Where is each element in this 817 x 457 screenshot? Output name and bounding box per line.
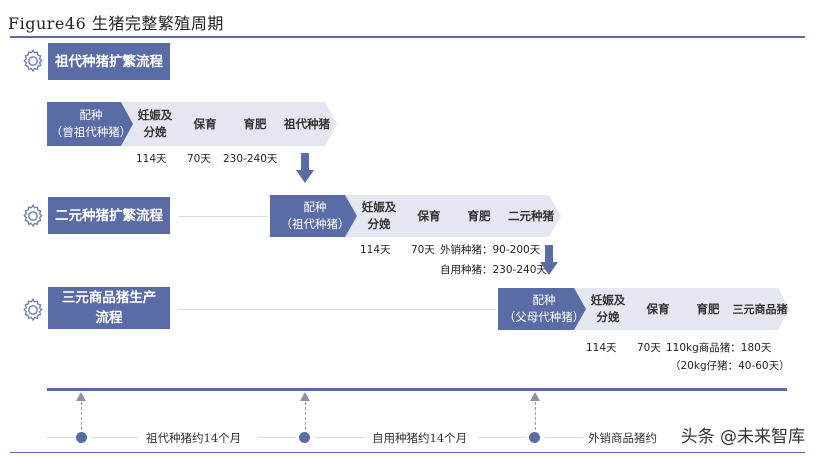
chevron-mating-parent: 配种 （父母代种猪） <box>498 288 590 330</box>
chevron-line-1: 保育 <box>646 301 670 316</box>
chevron-line-2: 分娩 <box>143 125 167 139</box>
chevron-two-way-breeder: 二元种猪 <box>495 195 561 237</box>
chevron-line-1: 二元种猪 <box>508 208 554 223</box>
chevron-line-2: （父母代种猪） <box>503 310 585 324</box>
chevron-shape <box>221 102 283 146</box>
up-arrow-icon <box>530 392 540 401</box>
up-arrow-icon <box>300 392 310 401</box>
duration-gestation: 114天 <box>586 342 617 354</box>
section-label-two-way: 二元种猪扩繁流程 <box>48 197 170 234</box>
duration-110kg-commercial: 110kg商品猪：180天 <box>666 342 772 354</box>
duration-gestation: 114天 <box>136 153 167 165</box>
duration-export-breeder: 外销种猪：90-200天 <box>440 244 541 256</box>
bottom-divider <box>10 452 805 453</box>
chevron-shape <box>574 288 636 330</box>
chevron-gestation: 妊娠及分娩 <box>345 195 407 237</box>
chevron-line-1: 妊娠及 <box>361 200 397 214</box>
chevron-line-1: 妊娠及 <box>590 293 626 307</box>
chevron-grandparent-breeder: 祖代种猪 <box>271 102 337 146</box>
timeline-label-own-use: 自用种猪约14个月 <box>372 431 468 445</box>
chevron-line-1: 育肥 <box>696 301 720 316</box>
gear-icon <box>23 298 43 322</box>
chevron-shape <box>171 102 233 146</box>
connector-line <box>178 216 268 217</box>
chevron-line-1: 育肥 <box>467 208 491 223</box>
timeline-tick <box>81 402 82 430</box>
gear-icon <box>23 49 43 73</box>
duration-nursery: 70天 <box>187 153 211 165</box>
chevron-shape <box>498 288 590 330</box>
chevron-shape <box>724 288 790 330</box>
chevron-shape <box>495 195 561 237</box>
chevron-line-1: 妊娠及 <box>137 108 173 122</box>
chevron-nursery: 保育 <box>624 288 686 330</box>
section-label-line-1: 三元商品猪生产 <box>61 290 157 306</box>
chevron-mating-great-grandparent: 配种 （曾祖代种猪） <box>47 102 135 146</box>
chevron-line-1: 配种 <box>79 108 103 122</box>
timeline-connector <box>258 437 296 438</box>
chevron-nursery: 保育 <box>395 195 457 237</box>
timeline-connector <box>47 437 75 438</box>
chevron-line-1: 保育 <box>193 116 217 131</box>
chevron-line-2: 分娩 <box>367 217 391 231</box>
section-label-line-2: 流程 <box>95 310 123 326</box>
chevron-line-2: （曾祖代种猪） <box>50 125 132 139</box>
duration-own-use-breeder: 自用种猪：230-240天 <box>440 264 547 276</box>
chevron-fattening: 育肥 <box>221 102 283 146</box>
down-arrow-icon <box>296 153 314 183</box>
chevron-shape <box>674 288 736 330</box>
chevron-shape <box>624 288 686 330</box>
timeline-bar <box>47 388 787 391</box>
connector-line <box>178 309 496 310</box>
timeline-connector <box>478 437 526 438</box>
chevron-commercial-hog: 三元商品猪 <box>724 288 790 330</box>
chevron-shape <box>445 195 507 237</box>
up-arrow-icon <box>76 392 86 401</box>
chevron-shape <box>121 102 183 146</box>
timeline-connector <box>315 437 365 438</box>
chevron-shape <box>47 102 135 146</box>
duration-fattening: 230-240天 <box>223 153 278 165</box>
chevron-line-1: 三元商品猪 <box>732 302 788 316</box>
chevron-nursery: 保育 <box>171 102 233 146</box>
timeline-connector <box>92 437 138 438</box>
chevron-shape <box>270 195 360 237</box>
duration-20kg-piglet: （20kg仔猪：40-60天） <box>670 360 790 372</box>
chevron-line-1: 保育 <box>417 208 441 223</box>
chevron-gestation: 妊娠及分娩 <box>574 288 636 330</box>
chevron-line-2: 分娩 <box>596 310 620 324</box>
timeline-tick <box>535 402 536 430</box>
timeline-dot <box>529 432 540 443</box>
title-divider <box>10 36 805 38</box>
duration-nursery: 70天 <box>637 342 661 354</box>
chevron-shape <box>345 195 407 237</box>
down-arrow-icon <box>540 245 558 275</box>
chevron-fattening: 育肥 <box>445 195 507 237</box>
timeline-connector <box>545 437 583 438</box>
figure-title: Figure46 生猪完整繁殖周期 <box>8 14 224 33</box>
chevron-mating-grandparent: 配种 （祖代种猪） <box>270 195 360 237</box>
chevron-fattening: 育肥 <box>674 288 736 330</box>
chevron-line-2: （祖代种猪） <box>280 217 350 231</box>
section-label-grandparent: 祖代种猪扩繁流程 <box>48 43 170 80</box>
chevron-line-1: 配种 <box>532 293 556 307</box>
timeline-tick <box>305 402 306 430</box>
duration-gestation: 114天 <box>360 244 391 256</box>
chevron-line-1: 配种 <box>303 200 327 214</box>
gear-icon <box>23 204 43 228</box>
section-label-three-way: 三元商品猪生产流程 <box>48 287 170 329</box>
timeline-dot <box>76 432 87 443</box>
chevron-shape <box>271 102 337 146</box>
chevron-gestation: 妊娠及分娩 <box>121 102 183 146</box>
timeline-dot <box>299 432 310 443</box>
chevron-shape <box>395 195 457 237</box>
chevron-line-1: 祖代种猪 <box>284 116 330 131</box>
timeline-label-grandparent: 祖代种猪约14个月 <box>146 431 242 445</box>
watermark-text: 头条 @未来智库 <box>676 420 809 449</box>
duration-nursery: 70天 <box>411 244 435 256</box>
chevron-line-1: 育肥 <box>243 116 267 131</box>
timeline-label-export-commercial: 外销商品猪约 <box>588 431 657 445</box>
